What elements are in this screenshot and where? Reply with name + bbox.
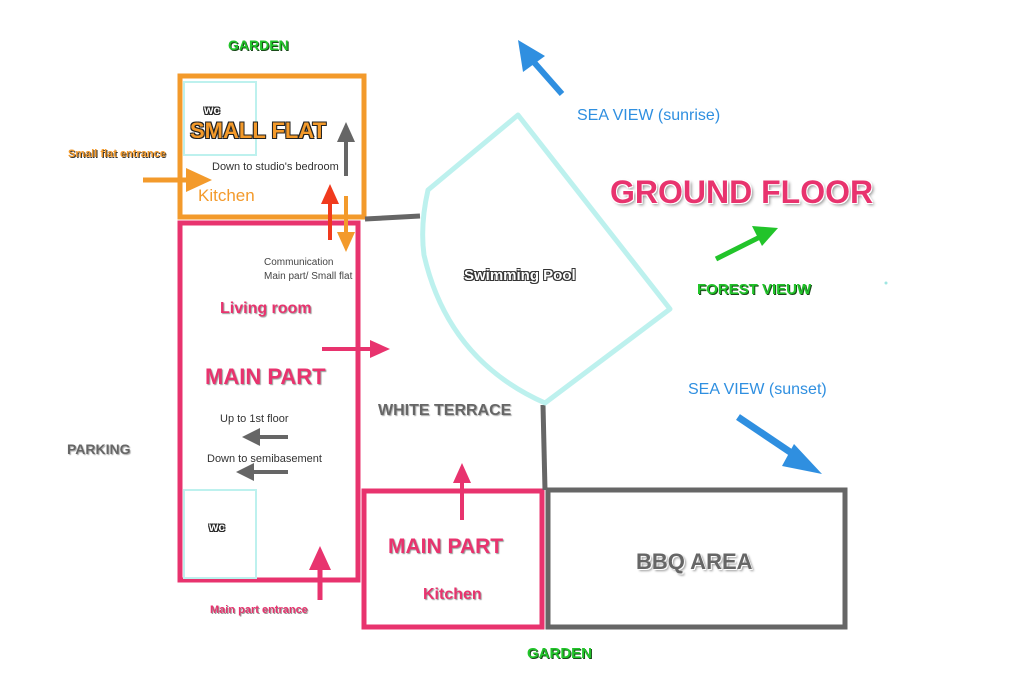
- small-flat-entrance-arrow: [143, 168, 212, 192]
- small-flat-room: [177, 73, 367, 220]
- small-flat-wc-room: [183, 81, 257, 156]
- main-part-wc-room: [183, 489, 257, 579]
- sea-view-sunrise-arrow: [518, 40, 565, 96]
- bbq-area-label: BBQ AREA: [636, 549, 753, 574]
- sea-view-sunrise-label: SEA VIEW (sunrise): [577, 107, 721, 124]
- main-kitchen-room: [361, 488, 545, 630]
- main-part-kitchen-title: MAIN PART: [388, 535, 504, 558]
- garden-top-label: GARDEN: [228, 37, 289, 53]
- small-flat-wc-label: wc: [204, 103, 221, 117]
- forest-view-arrow: [714, 226, 778, 262]
- sea-view-sunset-arrow: [736, 414, 822, 474]
- communication-down-arrow: [337, 196, 355, 252]
- main-part-left-label: MAIN PART: [205, 364, 326, 389]
- main-kitchen-label: Kitchen: [423, 586, 482, 603]
- down-to-semibasement-arrow: [236, 463, 288, 481]
- main-part-entrance-label: Main part entrance: [210, 604, 308, 616]
- terrace-wall-top: [364, 213, 421, 222]
- terrace-wall-right: [540, 404, 548, 491]
- communication-label-line1: Communication: [264, 257, 334, 268]
- communication-label-line2: Main part/ Small flat: [264, 271, 353, 282]
- main-part-room: [177, 220, 361, 583]
- up-to-1st-floor-label: Up to 1st floor: [220, 413, 289, 425]
- small-flat-kitchen-label: Kitchen: [198, 186, 255, 205]
- garden-bottom-label: GARDEN: [527, 645, 593, 662]
- white-terrace-label: WHITE TERRACE: [378, 402, 512, 419]
- down-to-studio-label: Down to studio's bedroom: [212, 161, 339, 173]
- down-to-studio-arrow: [337, 122, 355, 176]
- main-part-entrance-arrow: [309, 546, 331, 600]
- living-room-label: Living room: [220, 300, 312, 317]
- down-to-semibasement-label: Down to semibasement: [207, 453, 322, 465]
- bbq-area-room: [545, 487, 848, 630]
- parking-label: PARKING: [67, 441, 131, 457]
- swimming-pool-shape: [420, 112, 673, 406]
- main-part-wc-label: wc: [209, 520, 226, 534]
- kitchen-to-terrace-arrow: [453, 463, 471, 520]
- ground-floor-title: GROUND FLOOR: [610, 174, 874, 210]
- living-to-terrace-arrow: [322, 340, 390, 358]
- forest-view-label: FOREST VIEUW: [697, 281, 812, 298]
- small-flat-entrance-label: Small flat entrance: [68, 148, 166, 160]
- small-dot: [884, 281, 888, 285]
- swimming-pool-label: Swimming Pool: [464, 267, 576, 284]
- small-flat-label: SMALL FLAT: [190, 118, 327, 143]
- up-to-1st-floor-arrow: [242, 428, 288, 446]
- sea-view-sunset-label: SEA VIEW (sunset): [688, 381, 827, 398]
- communication-up-arrow: [321, 184, 339, 240]
